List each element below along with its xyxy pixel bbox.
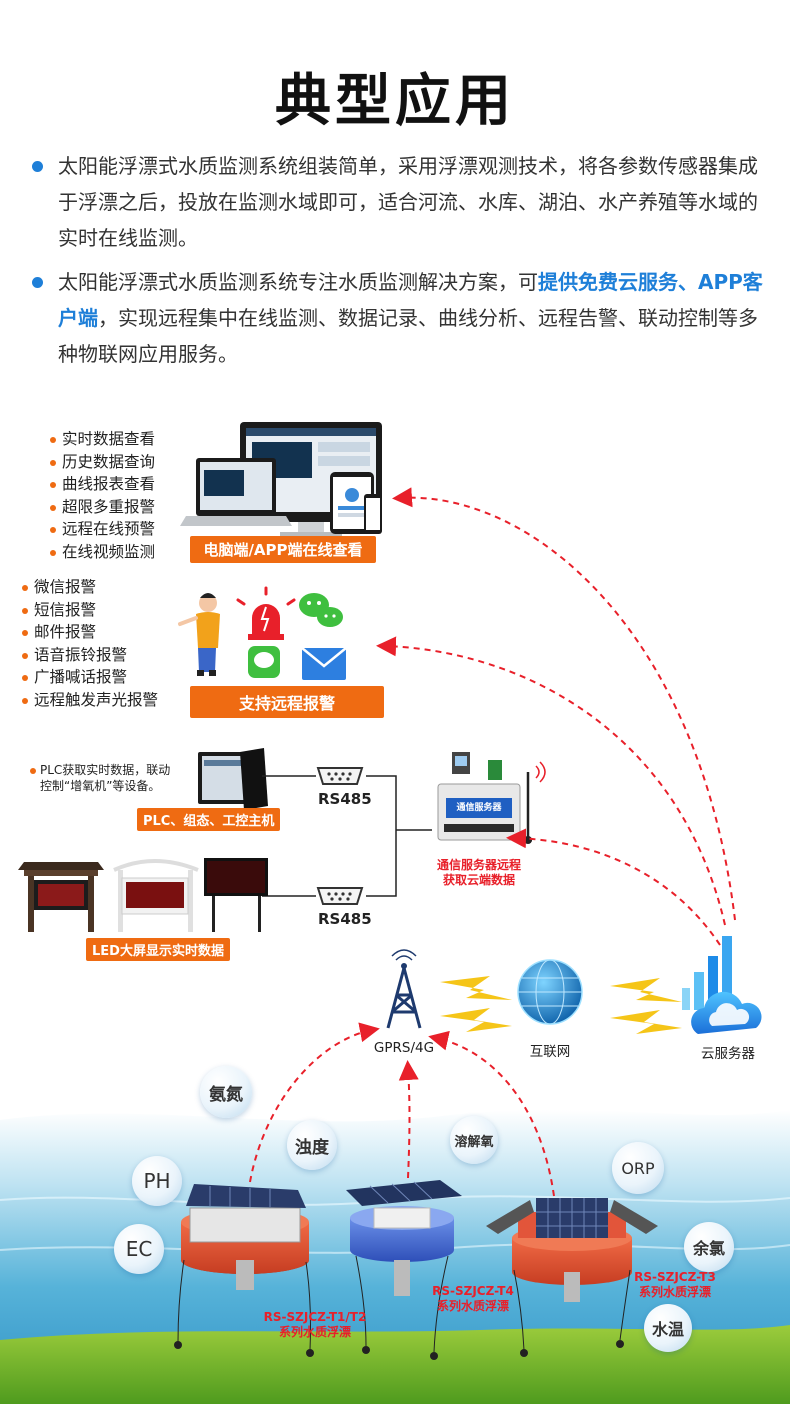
param-bubble-dissolved-oxygen: 溶解氧 bbox=[450, 1116, 498, 1164]
gprs-label: GPRS/4G bbox=[373, 1040, 435, 1056]
param-bubble-turbidity: 浊度 bbox=[287, 1120, 337, 1170]
plc-note: PLC获取实时数据，联动 控制“增氧机”等设备。 bbox=[30, 762, 170, 794]
alarm-feature-item: 语音振铃报警 bbox=[22, 644, 158, 667]
param-bubble-residual-chlorine: 余氯 bbox=[684, 1222, 734, 1272]
param-bubble-ec: EC bbox=[114, 1224, 164, 1274]
param-bubble-ammonia: 氨氮 bbox=[200, 1066, 252, 1118]
alarm-feature-item: 广播喊话报警 bbox=[22, 666, 158, 689]
cloud-server-label: 云服务器 bbox=[701, 1046, 755, 1062]
alarm-feature-list: 微信报警 短信报警 邮件报警 语音振铃报警 广播喊话报警 远程触发声光报警 bbox=[22, 576, 158, 711]
buoy-label-t4: RS-SZJCZ-T4 系列水质浮漂 bbox=[432, 1284, 514, 1313]
buoy-label-t3: RS-SZJCZ-T3 系列水质浮漂 bbox=[634, 1270, 716, 1299]
monitoring-feature-list: 实时数据查看 历史数据查询 曲线报表查看 超限多重报警 远程在线预警 在线视频监… bbox=[50, 428, 155, 563]
alarm-feature-item: 短信报警 bbox=[22, 599, 158, 622]
intro-section: 太阳能浮漂式水质监测系统组装简单，采用浮漂观测技术，将各参数传感器集成于浮漂之后… bbox=[30, 148, 775, 380]
buoy-label-t1-t2: RS-SZJCZ-T1/T2 系列水质浮漂 bbox=[263, 1310, 367, 1339]
highlight-cloud-service: 提供免费云服务、APP客户端 bbox=[58, 270, 763, 330]
diagram-graphics bbox=[0, 422, 790, 1404]
rs485-label-top: RS485 bbox=[318, 790, 372, 808]
serial-port-bottom bbox=[316, 887, 364, 905]
monitoring-feature-item: 超限多重报警 bbox=[50, 496, 155, 519]
buoy-t1-t2-graphic bbox=[181, 1184, 309, 1290]
buoy-t4-graphic bbox=[346, 1180, 462, 1296]
anchor-cables bbox=[177, 1255, 631, 1353]
monitoring-feature-item: 曲线报表查看 bbox=[50, 473, 155, 496]
communication-server-graphic bbox=[437, 752, 546, 844]
led-tag: LED大屏显示实时数据 bbox=[86, 938, 230, 961]
internet-label: 互联网 bbox=[529, 1044, 571, 1060]
application-diagram: 实时数据查看 历史数据查询 曲线报表查看 超限多重报警 远程在线预警 在线视频监… bbox=[0, 400, 790, 1404]
gprs-tower-graphic bbox=[386, 949, 422, 1029]
cloud-server-graphic bbox=[682, 936, 762, 1034]
alarm-graphic bbox=[178, 586, 347, 680]
data-flow-arrows bbox=[249, 487, 736, 1197]
plc-tag: PLC、组态、工控主机 bbox=[137, 808, 281, 831]
grass-ground bbox=[0, 1325, 790, 1404]
param-bubble-orp: ORP bbox=[612, 1142, 664, 1194]
alarm-feature-item: 远程触发声光报警 bbox=[22, 689, 158, 712]
alarm-feature-item: 微信报警 bbox=[22, 576, 158, 599]
internet-globe-graphic bbox=[517, 959, 583, 1025]
serial-port-top bbox=[316, 767, 364, 785]
monitoring-feature-item: 远程在线预警 bbox=[50, 518, 155, 541]
monitoring-feature-item: 实时数据查看 bbox=[50, 428, 155, 451]
monitoring-feature-item: 在线视频监测 bbox=[50, 541, 155, 564]
plc-screen-graphic bbox=[198, 748, 268, 810]
intro-paragraph-1: 太阳能浮漂式水质监测系统组装简单，采用浮漂观测技术，将各参数传感器集成于浮漂之后… bbox=[30, 148, 775, 256]
anchor-icons bbox=[174, 1340, 624, 1360]
wireless-signal-bolts bbox=[440, 976, 682, 1034]
led-displays-graphic bbox=[18, 858, 268, 932]
alarm-feature-item: 邮件报警 bbox=[22, 621, 158, 644]
computer-devices-graphic bbox=[180, 422, 382, 536]
alarm-tag: 支持远程报警 bbox=[190, 686, 384, 718]
param-bubble-water-temp: 水温 bbox=[644, 1304, 692, 1352]
page-title: 典型应用 bbox=[275, 69, 515, 134]
monitor-tag: 电脑端/APP端在线查看 bbox=[190, 536, 376, 563]
param-bubble-ph: PH bbox=[132, 1156, 182, 1206]
intro-paragraph-2: 太阳能浮漂式水质监测系统专注水质监测解决方案，可提供免费云服务、APP客户端，实… bbox=[30, 264, 775, 372]
comm-server-label: 通信服务器远程 获取云端数据 bbox=[436, 858, 521, 887]
device-panel-text: 通信服务器 bbox=[456, 803, 502, 813]
rs485-label-bottom: RS485 bbox=[318, 910, 372, 928]
buoy-t3-graphic bbox=[486, 1198, 658, 1302]
monitoring-feature-item: 历史数据查询 bbox=[50, 451, 155, 474]
